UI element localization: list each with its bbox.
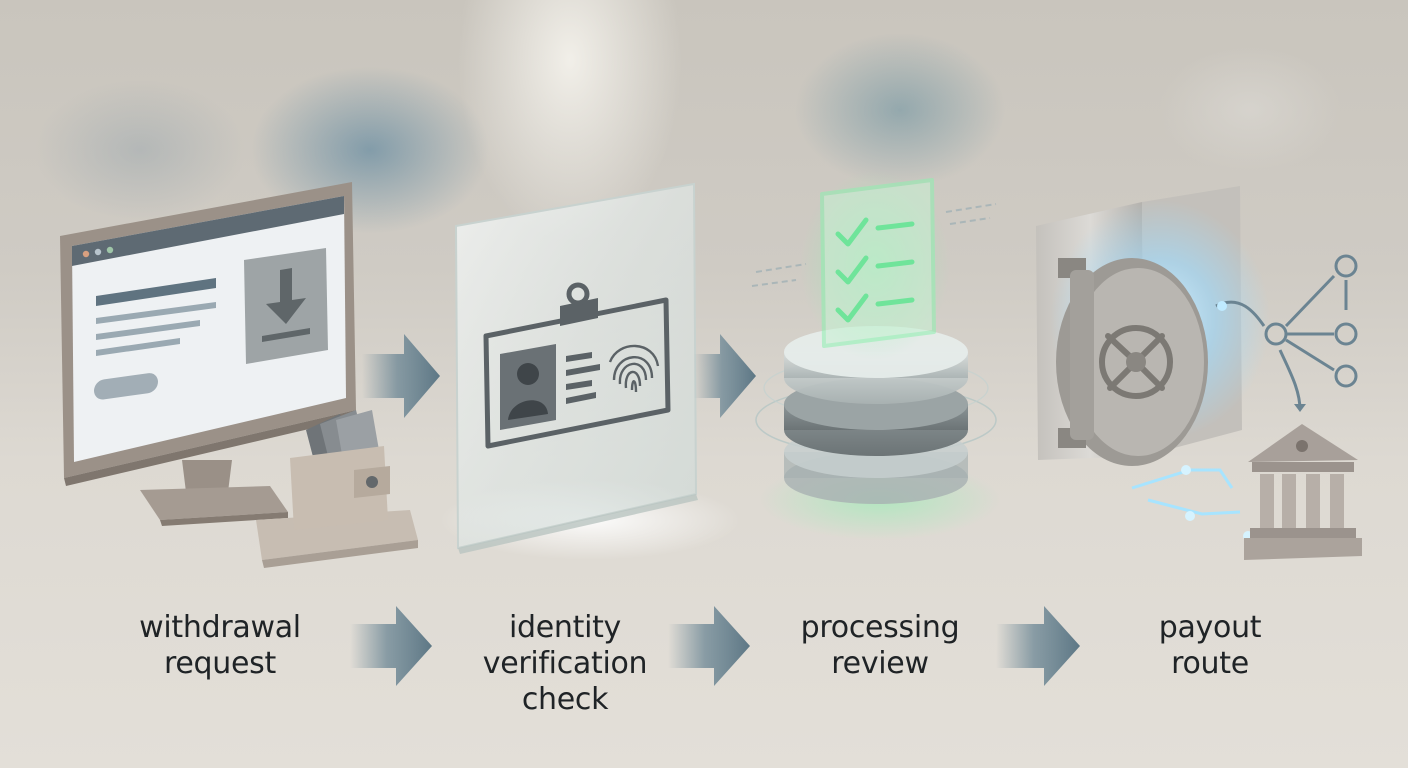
- id-card-fingerprint-icon: [440, 182, 740, 560]
- step-label-line: check: [521, 682, 609, 717]
- checklist-stack-icon: [751, 170, 1000, 540]
- step-label-line: payout: [1158, 610, 1262, 645]
- step-label-line: request: [164, 646, 276, 681]
- arrow-right-icon: [694, 334, 756, 418]
- arrow-right-icon: [350, 606, 432, 686]
- monitor-download-icon: [60, 182, 418, 568]
- step-label-line: withdrawal: [139, 610, 301, 645]
- step-label-line: route: [1171, 646, 1249, 681]
- step-label-line: processing: [800, 610, 960, 645]
- step-label-withdrawal-request: withdrawal request: [100, 610, 340, 682]
- step-label-identity-verification-check: identity verification check: [440, 610, 690, 718]
- arrow-right-icon: [668, 606, 750, 686]
- step-label-processing-review: processing review: [760, 610, 1000, 682]
- step-label-line: review: [831, 646, 929, 681]
- vault-bank-icon: [1036, 186, 1362, 560]
- arrow-right-icon: [362, 334, 440, 418]
- arrow-right-icon: [996, 606, 1080, 686]
- step-label-line: verification: [482, 646, 648, 681]
- step-label-payout-route: payout route: [1090, 610, 1330, 682]
- step-label-line: identity: [508, 610, 622, 645]
